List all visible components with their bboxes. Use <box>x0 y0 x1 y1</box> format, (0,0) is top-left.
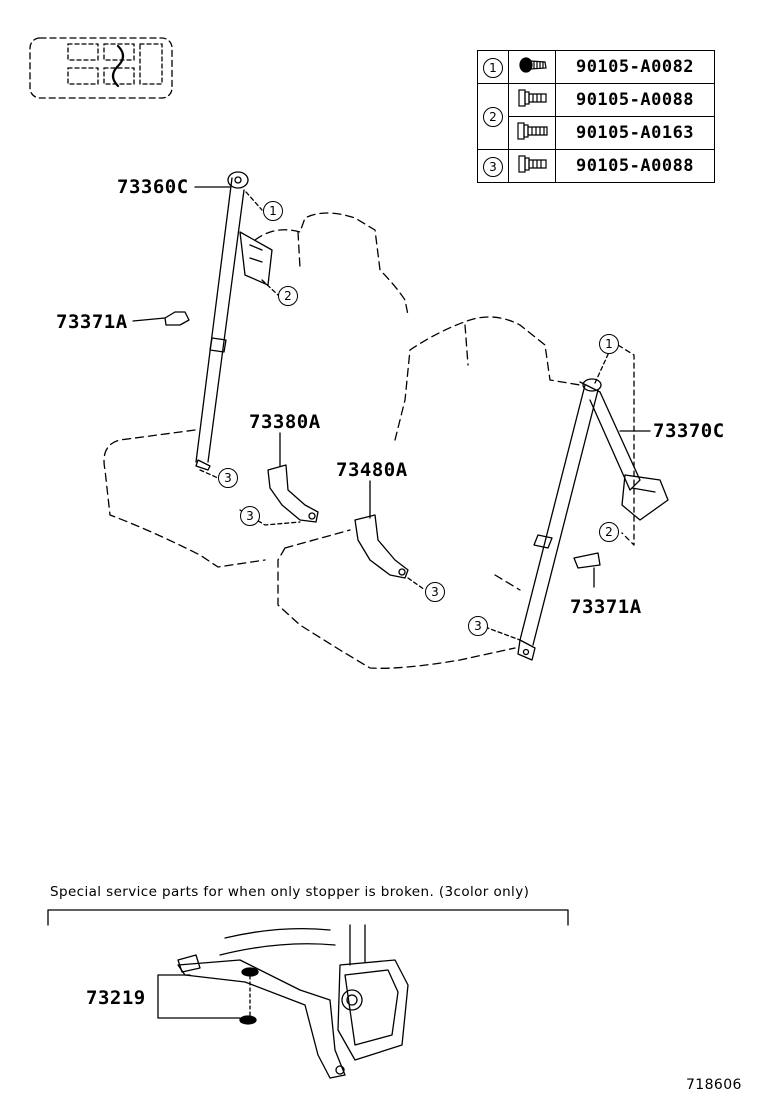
table-row: 90105-A0163 <box>478 116 715 150</box>
callout-73480a: 73480A <box>336 459 408 481</box>
screw-icon <box>519 57 547 73</box>
callout-73380a: 73380A <box>249 411 321 433</box>
callout-73360c: 73360C <box>117 176 189 198</box>
part-number-cell: 90105-A0163 <box>555 116 715 150</box>
left-belt-stopper <box>164 311 190 326</box>
right-belt-stopper <box>573 552 601 569</box>
marker-1-left: 1 <box>263 201 283 221</box>
flange-bolt-icon <box>518 89 547 107</box>
right-seat-outline <box>277 316 581 669</box>
service-note: Special service parts for when only stop… <box>50 884 530 900</box>
row-ref-number: 3 <box>483 156 503 177</box>
part-number-cell: 90105-A0088 <box>555 149 715 183</box>
flange-bolt-long-icon <box>517 122 548 140</box>
left-seat-outline <box>103 212 409 568</box>
marker-2-left: 2 <box>278 286 298 306</box>
bolt-reference-table: 1 90105-A0082 2 90105-A0088 <box>477 50 715 183</box>
part-number-cell: 90105-A0088 <box>555 83 715 117</box>
right-buckle <box>354 514 409 579</box>
marker-3-left-seat: 3 <box>218 468 238 488</box>
marker-3-right-seat: 3 <box>468 616 488 636</box>
diagram-id: 718606 <box>686 1077 742 1093</box>
right-seatbelt-assembly <box>517 378 669 661</box>
callout-73371a-left: 73371A <box>56 311 128 333</box>
table-row: 1 90105-A0082 <box>477 50 715 84</box>
table-row: 3 90105-A0088 <box>477 149 715 183</box>
callout-73371a-right: 73371A <box>570 596 642 618</box>
flange-bolt-icon <box>518 155 547 173</box>
row-ref-number: 1 <box>483 57 503 78</box>
row-ref-number: 2 <box>483 107 503 127</box>
marker-3-left-buckle: 3 <box>240 506 260 526</box>
marker-1-right: 1 <box>599 334 619 354</box>
left-buckle <box>267 464 319 523</box>
marker-3-right-buckle: 3 <box>425 582 445 602</box>
service-bracket <box>47 909 569 926</box>
leader-lines <box>132 186 651 1019</box>
callout-73219: 73219 <box>86 987 146 1009</box>
vehicle-location-icon <box>29 37 173 99</box>
callout-73370c: 73370C <box>653 420 725 442</box>
part-number-cell: 90105-A0082 <box>555 50 715 84</box>
detail-retractor-drawing <box>177 924 409 1079</box>
marker-2-right: 2 <box>599 522 619 542</box>
table-row: 2 90105-A0088 <box>477 83 715 150</box>
